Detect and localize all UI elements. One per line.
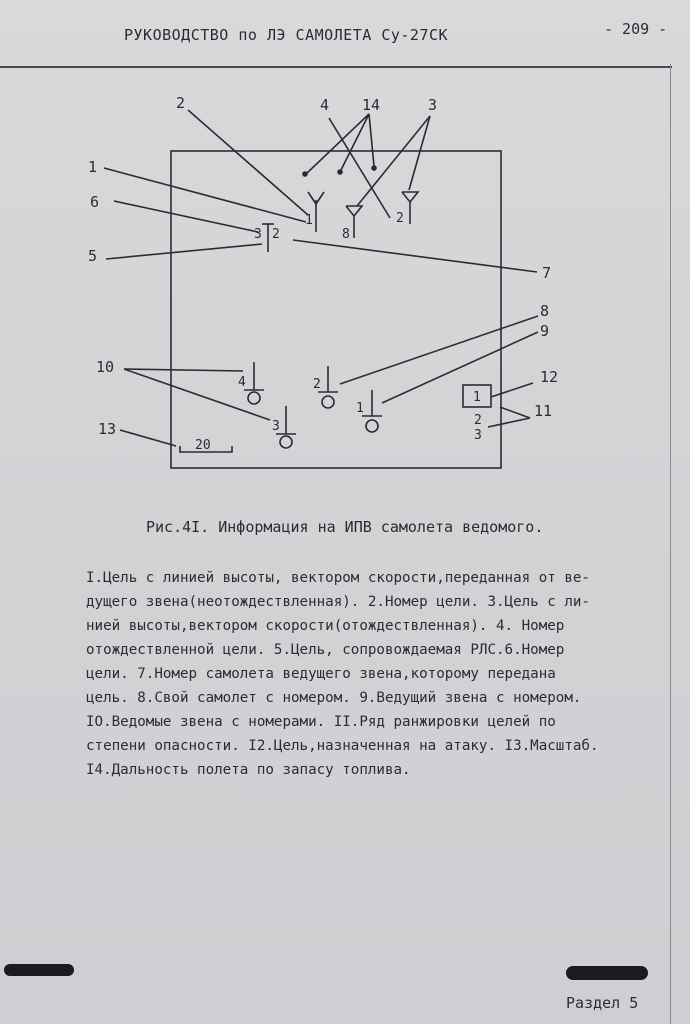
symbol-label: 2 [396,211,404,226]
symbol-label: 1 [356,401,364,416]
callout-6: 6 [90,193,99,211]
leader-line-3a [356,115,431,207]
leader-line-1 [103,167,307,223]
symbol-label: 2 [272,227,280,242]
leader-line-4a [328,117,391,219]
display-frame [170,150,502,469]
legend-line: I.Цель с линией высоты, вектором скорост… [86,570,590,586]
legend-line: цель. 8.Свой самолет с номером. 9.Ведущи… [86,690,582,706]
leader-line-2 [187,109,309,216]
callout-13: 13 [98,420,116,438]
target-symbol-identified-8 [345,205,364,238]
legend-line: I4.Дальность полета по запасу топлива. [86,762,411,778]
own-aircraft-symbol [318,366,338,409]
callout-4: 4 [320,96,329,114]
leader-line-11a [499,406,531,419]
ipv-display-diagram: 2 4 14 3 1 6 5 7 8 9 10 12 11 13 1 8 2 3… [88,94,558,469]
leader-line-5 [105,243,263,260]
leader-line-6 [113,200,259,233]
callout-12: 12 [540,368,558,386]
symbol-label: 2 [313,377,321,392]
symbol-label: 8 [342,227,350,242]
leader-line-14c [368,113,375,167]
legend-line: отождествленной цели. 5.Цель, сопровожда… [86,642,565,658]
page-number: - 209 - [604,20,668,38]
leader-line-11b [487,417,531,428]
leader-line-3b [408,115,431,191]
callout-3: 3 [428,96,437,114]
callout-8: 8 [540,302,549,320]
binding-mark-left [4,964,74,976]
legend-line: IO.Ведомые звена с номерами. II.Ряд ранж… [86,714,556,730]
binding-mark-right [566,966,648,980]
symbol-label: 3 [474,428,482,443]
target-symbol-identified-2 [401,191,420,224]
legend-line: цели. 7.Номер самолета ведущего звена,ко… [86,666,556,682]
target-symbol-unidentified [307,191,325,232]
callout-11: 11 [534,402,552,420]
radar-tracked-target [262,223,274,252]
legend-line: дущего звена(неотождествленная). 2.Номер… [86,594,590,610]
fuel-range-dot [371,165,377,171]
wingman-symbol-4 [244,362,264,405]
callout-7: 7 [542,264,551,282]
callout-10: 10 [96,358,114,376]
wingman-symbol-3 [276,406,296,449]
figure-caption: Рис.4I. Информация на ИПВ самолета ведом… [146,518,544,536]
symbol-label: 1 [305,213,313,228]
leader-line-12 [490,382,534,398]
leader-line-8 [339,315,539,385]
symbol-label: 3 [254,227,262,242]
callout-2: 2 [176,94,185,112]
section-label: Раздел 5 [566,994,639,1012]
callout-14: 14 [362,96,380,114]
leader-line-9 [381,331,539,404]
leader-line-14b [339,113,370,173]
symbol-label: 1 [473,390,481,405]
flight-leader-symbol [362,390,382,433]
header-rule [0,66,672,68]
symbol-label: 2 [474,413,482,428]
callout-1: 1 [88,158,97,176]
header-title: РУКОВОДСТВО по ЛЭ САМОЛЕТА Су-27СК [124,26,449,44]
scale-bracket [179,446,233,453]
symbol-label: 4 [238,375,246,390]
leader-line-13 [119,429,177,447]
scale-value: 20 [195,438,211,453]
margin-rule [670,64,671,1024]
assigned-target-box [462,384,492,408]
legend-text: I.Цель с линией высоты, вектором скорост… [86,566,678,782]
callout-9: 9 [540,322,549,340]
legend-line: нией высоты,вектором скорости(отождествл… [86,618,565,634]
callout-5: 5 [88,247,97,265]
leader-line-10b [123,368,271,421]
leader-line-7 [292,239,538,273]
fuel-range-dot [302,171,308,177]
leader-line-14a [305,113,370,175]
symbol-label: 3 [272,419,280,434]
legend-line: степени опасности. I2.Цель,назначенная н… [86,738,599,754]
fuel-range-dot [337,169,343,175]
leader-line-10a [123,368,244,372]
